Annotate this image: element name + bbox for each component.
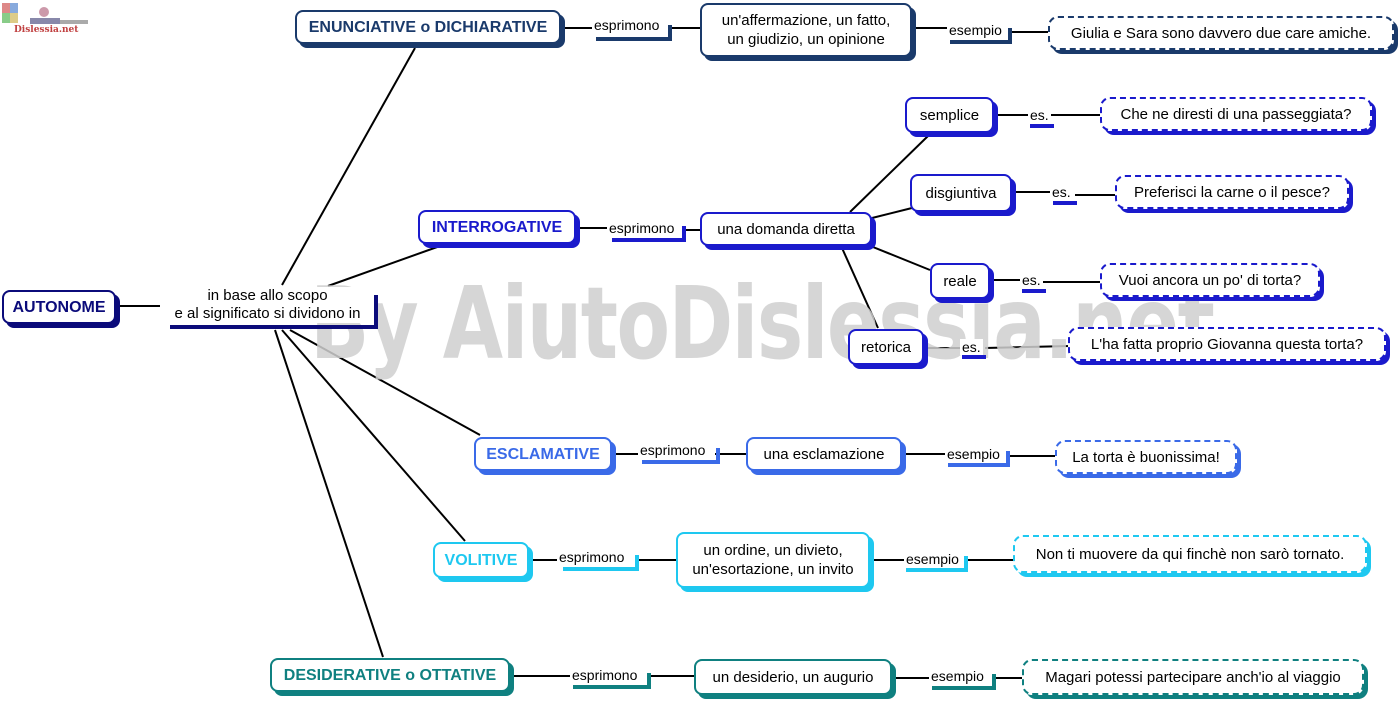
- hub-underline-tick: [374, 295, 378, 329]
- example-disgiuntiva: Preferisci la carne o il pesce?: [1115, 175, 1349, 209]
- type-reale-label: reale: [943, 272, 977, 290]
- type-disgiuntiva-label: disgiuntiva: [925, 184, 997, 202]
- link-underline-enunciative: [596, 37, 670, 41]
- link-esprimono-interrogative: esprimono: [607, 220, 677, 236]
- link-tick-volitive: [635, 555, 639, 571]
- es-underline-semplice: [1030, 124, 1054, 128]
- content-desiderative: un desiderio, un augurio: [694, 659, 892, 695]
- example-label-enunciative: esempio: [947, 22, 1004, 38]
- content-interrogative: una domanda diretta: [700, 212, 872, 246]
- example-enunciative: Giulia e Sara sono davvero due care amic…: [1048, 16, 1394, 50]
- example-underline-desiderative: [932, 686, 996, 690]
- link-underline-desiderative: [573, 685, 651, 689]
- root-node: AUTONOME: [2, 290, 116, 324]
- example-esclamative: La torta è buonissima!: [1055, 440, 1237, 474]
- link-esprimono-enunciative: esprimono: [592, 17, 662, 33]
- es-label-retorica: es.: [960, 339, 983, 355]
- type-reale: reale: [930, 263, 990, 299]
- example-semplice: Che ne diresti di una passeggiata?: [1100, 97, 1372, 131]
- link-esprimono-volitive: esprimono: [557, 549, 627, 565]
- example-tick-desiderative: [992, 674, 996, 690]
- example-reale: Vuoi ancora un po' di torta?: [1100, 263, 1320, 297]
- watermark-text: By AiutoDislessia.net: [310, 265, 1215, 382]
- link-underline-volitive: [563, 567, 639, 571]
- link-tick-interrogative: [682, 226, 686, 242]
- content-volitive: un ordine, un divieto, un'esortazione, u…: [676, 532, 870, 588]
- example-retorica-text: L'ha fatta proprio Giovanna questa torta…: [1090, 335, 1364, 353]
- es-label-semplice: es.: [1028, 107, 1051, 123]
- example-volitive-text: Non ti muovere da qui finchè non sarò to…: [1035, 545, 1345, 563]
- link-tick-esclamative: [716, 448, 720, 464]
- content-enunciative-line2: un giudizio, un opinione: [727, 31, 885, 48]
- type-semplice: semplice: [905, 97, 994, 133]
- link-underline-esclamative: [642, 460, 720, 464]
- logo-text: Dislessia.net: [14, 25, 79, 35]
- category-esclamative: ESCLAMATIVE: [474, 437, 612, 471]
- es-underline-disgiuntiva: [1053, 201, 1077, 205]
- es-underline-retorica: [962, 355, 986, 359]
- category-interrogative-label: INTERROGATIVE: [431, 218, 563, 236]
- hub-underline: [170, 325, 378, 329]
- hub-line-2: e al significato si dividono in: [174, 305, 361, 322]
- category-desiderative: DESIDERATIVE o OTTATIVE: [270, 658, 510, 692]
- category-enunciative: ENUNCIATIVE o DICHIARATIVE: [295, 10, 561, 44]
- category-volitive: VOLITIVE: [433, 542, 529, 578]
- category-volitive-label: VOLITIVE: [444, 551, 518, 569]
- content-enunciative: un'affermazione, un fatto, un giudizio, …: [700, 3, 912, 57]
- example-tick-enunciative: [1008, 28, 1012, 44]
- example-disgiuntiva-text: Preferisci la carne o il pesce?: [1134, 183, 1330, 201]
- type-retorica: retorica: [848, 329, 924, 365]
- es-underline-reale: [1022, 289, 1046, 293]
- example-underline-volitive: [906, 568, 968, 572]
- root-label: AUTONOME: [12, 298, 106, 316]
- example-esclamative-text: La torta è buonissima!: [1072, 448, 1220, 466]
- example-underline-enunciative: [950, 40, 1012, 44]
- example-label-volitive: esempio: [904, 551, 961, 567]
- type-disgiuntiva: disgiuntiva: [910, 174, 1012, 212]
- link-tick-enunciative: [668, 25, 672, 41]
- hub-text: in base allo scopo e al significato si d…: [160, 287, 375, 323]
- example-semplice-text: Che ne diresti di una passeggiata?: [1120, 105, 1352, 123]
- content-esclamative: una esclamazione: [746, 437, 902, 471]
- example-tick-esclamative: [1006, 451, 1010, 467]
- example-volitive: Non ti muovere da qui finchè non sarò to…: [1013, 535, 1367, 573]
- example-desiderative: Magari potessi partecipare anch'io al vi…: [1022, 659, 1364, 695]
- content-volitive-line1: un ordine, un divieto,: [703, 542, 843, 559]
- example-label-esclamative: esempio: [945, 446, 1002, 462]
- category-desiderative-label: DESIDERATIVE o OTTATIVE: [283, 666, 497, 684]
- category-esclamative-label: ESCLAMATIVE: [486, 445, 600, 463]
- example-underline-esclamative: [948, 463, 1010, 467]
- content-desiderative-text: un desiderio, un augurio: [712, 668, 874, 686]
- link-tick-desiderative: [647, 673, 651, 689]
- content-volitive-line2: un'esortazione, un invito: [692, 561, 854, 578]
- category-enunciative-label: ENUNCIATIVE o DICHIARATIVE: [308, 18, 548, 36]
- example-retorica: L'ha fatta proprio Giovanna questa torta…: [1068, 327, 1386, 361]
- site-logo: Dislessia.net: [0, 0, 90, 38]
- type-semplice-label: semplice: [919, 106, 980, 124]
- es-label-reale: es.: [1020, 272, 1043, 288]
- link-esprimono-esclamative: esprimono: [638, 442, 708, 458]
- example-enunciative-text: Giulia e Sara sono davvero due care amic…: [1070, 24, 1372, 42]
- type-retorica-label: retorica: [860, 338, 912, 356]
- link-underline-interrogative: [612, 238, 686, 242]
- hub-line-1: in base allo scopo: [207, 287, 328, 304]
- content-esclamative-text: una esclamazione: [763, 445, 885, 463]
- content-enunciative-line1: un'affermazione, un fatto,: [721, 12, 891, 29]
- content-interrogative-text: una domanda diretta: [717, 220, 855, 238]
- example-tick-volitive: [964, 556, 968, 572]
- example-label-desiderative: esempio: [929, 668, 986, 684]
- example-desiderative-text: Magari potessi partecipare anch'io al vi…: [1045, 668, 1341, 686]
- example-reale-text: Vuoi ancora un po' di torta?: [1118, 271, 1302, 289]
- category-interrogative: INTERROGATIVE: [418, 210, 576, 244]
- link-esprimono-desiderative: esprimono: [570, 667, 640, 683]
- es-label-disgiuntiva: es.: [1050, 184, 1073, 200]
